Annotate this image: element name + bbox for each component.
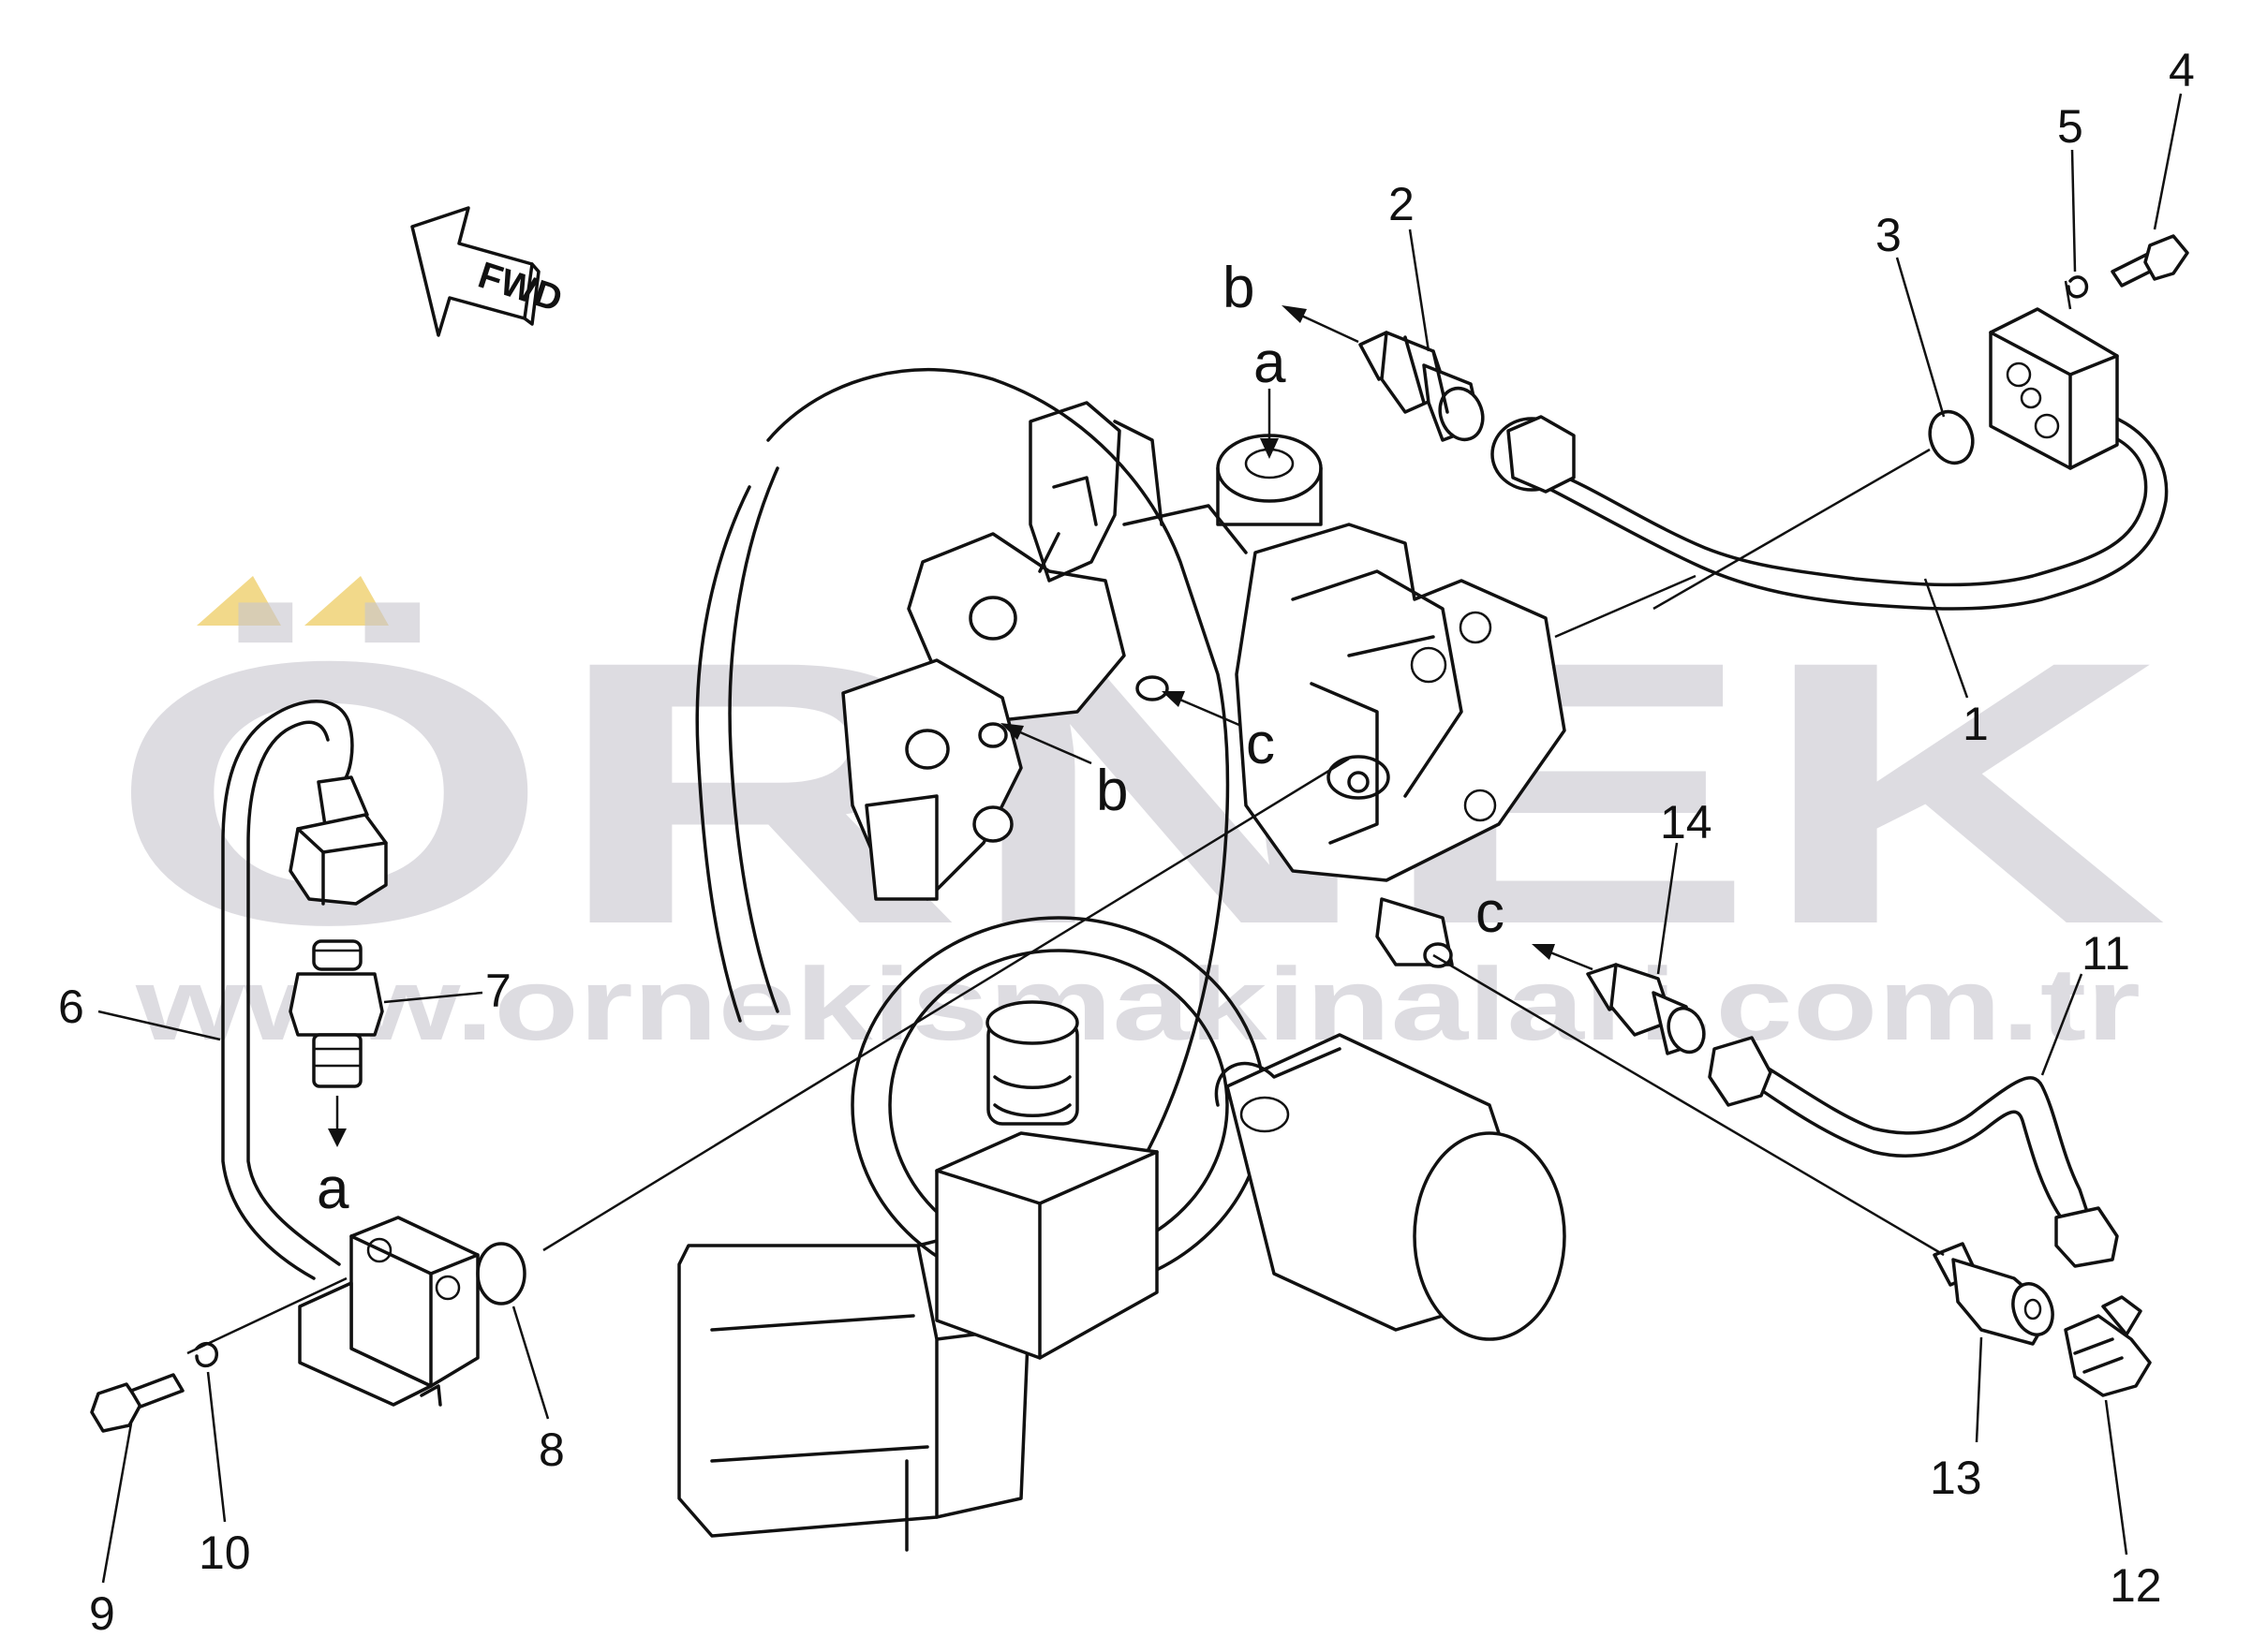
part-label-12: 12 [2110, 1559, 2162, 1612]
part-label-10: 10 [199, 1527, 251, 1579]
part-label-8: 8 [539, 1423, 565, 1476]
flange-block-6 [298, 1216, 480, 1407]
pipe-6 [221, 700, 388, 1280]
part-label-6: 6 [58, 981, 84, 1033]
o-ring-8 [476, 1242, 526, 1305]
direction-arrows [328, 305, 1593, 1147]
letter-a-left: a [317, 1157, 349, 1221]
pipe-11 [1708, 1036, 2119, 1268]
label-leaders [97, 93, 2183, 1584]
fitting-14 [1586, 963, 1706, 1055]
watermark-accent-right [304, 576, 389, 626]
part-label-4: 4 [2169, 44, 2195, 96]
bolt-9 [90, 1373, 185, 1433]
fitting-7 [289, 939, 384, 1088]
o-ring-3 [1928, 409, 1975, 465]
bolt-4 [2111, 234, 2189, 288]
elbow-12 [2064, 1295, 2152, 1397]
part-label-14: 14 [1660, 796, 1712, 848]
part-label-5: 5 [2057, 100, 2083, 153]
connection-letters: a a b b c c [317, 256, 1504, 1221]
pipe-1 [1490, 307, 2169, 611]
washer-5 [2067, 275, 2089, 299]
letter-b-top: b [1222, 256, 1254, 320]
letter-c-mid: c [1246, 712, 1275, 776]
letter-b-mid: b [1096, 759, 1128, 823]
transmission-housing [677, 367, 1566, 1552]
part-label-9: 9 [89, 1587, 115, 1640]
letter-c-right: c [1475, 880, 1504, 945]
leader-lines [186, 280, 2072, 1355]
letter-a-top: a [1253, 331, 1286, 395]
fwd-arrow-icon: FWD [410, 206, 567, 337]
part-labels: 1 2 3 4 5 6 7 8 9 10 11 12 13 14 [58, 44, 2195, 1640]
part-label-13: 13 [1930, 1452, 1982, 1504]
watermark: ÖRNEK www.ornekismakinalari.com.tr [108, 576, 2169, 1062]
part-label-11: 11 [2082, 927, 2130, 980]
fitting-2 [1358, 331, 1485, 442]
part-label-3: 3 [1875, 209, 1902, 261]
watermark-url: www.ornekismakinalari.com.tr [135, 947, 2141, 1062]
part-label-2: 2 [1388, 178, 1415, 230]
watermark-accent-left [197, 576, 281, 626]
watermark-brand: ÖRNEK [108, 583, 2169, 1002]
part-label-7: 7 [485, 965, 511, 1017]
adapter-13 [1933, 1242, 2054, 1346]
part-label-1: 1 [1963, 698, 1989, 750]
